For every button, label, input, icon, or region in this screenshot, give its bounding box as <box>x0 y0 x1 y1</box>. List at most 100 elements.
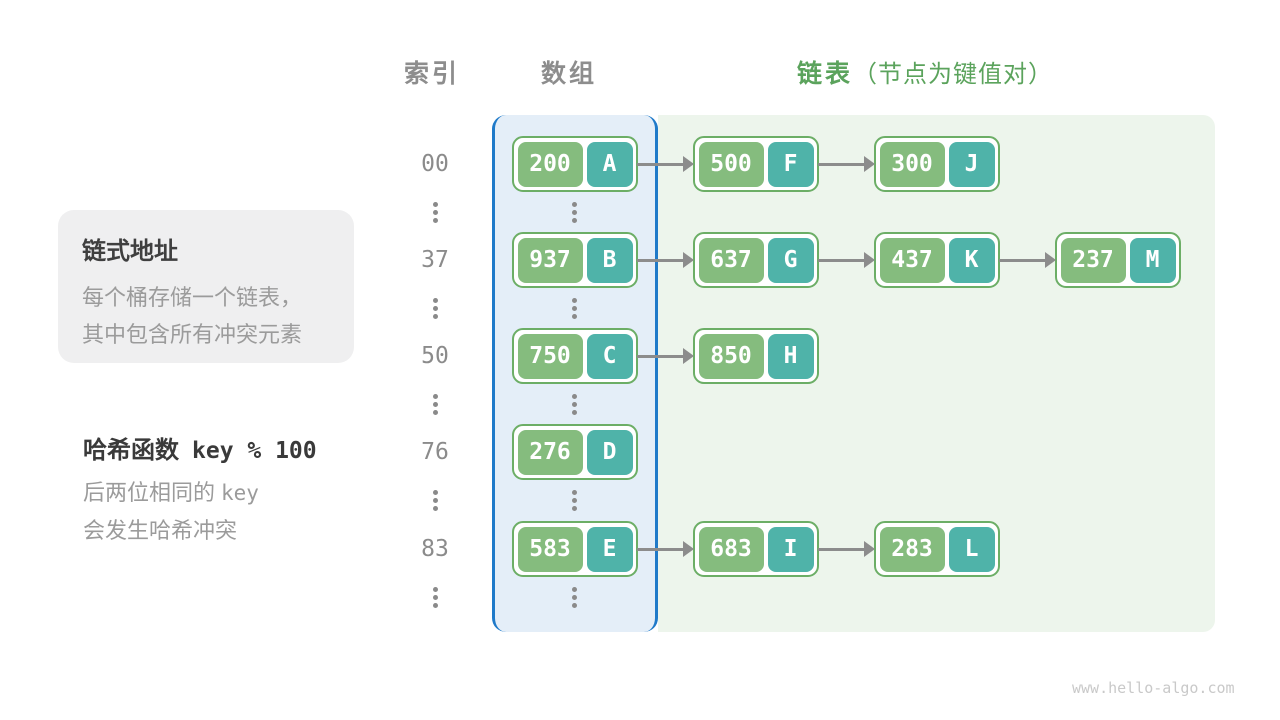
ellipsis-dot <box>433 394 438 399</box>
node-key: 583 <box>517 526 583 572</box>
arrow-head <box>864 156 875 172</box>
ellipsis-dot <box>433 298 438 303</box>
node-key: 500 <box>698 141 764 187</box>
node-key: 850 <box>698 333 764 379</box>
bucket-index: 76 <box>421 439 449 465</box>
ellipsis-dot <box>572 410 577 415</box>
ellipsis-dot <box>433 202 438 207</box>
arrow-shaft <box>818 547 866 551</box>
ellipsis-dot <box>433 218 438 223</box>
arrow-head <box>683 252 694 268</box>
ellipsis-dot <box>572 603 577 608</box>
arrow-icon <box>637 136 694 192</box>
ellipsis-dot <box>572 498 577 503</box>
arrow-icon <box>637 521 694 577</box>
ellipsis-dot <box>433 595 438 600</box>
arrow-shaft <box>999 258 1047 262</box>
arrow-shaft <box>637 547 685 551</box>
ellipsis-dot <box>572 202 577 207</box>
ellipsis-dot <box>572 218 577 223</box>
hash-note-line1: 后两位相同的 <box>83 480 216 505</box>
bucket-index: 50 <box>421 343 449 369</box>
ellipsis-dots <box>433 298 438 319</box>
arrow-icon <box>818 521 875 577</box>
bucket-index: 37 <box>421 247 449 273</box>
linked-list-label: 链表 <box>797 60 854 88</box>
ellipsis-dot <box>433 506 438 511</box>
node-value: C <box>586 333 633 379</box>
ellipsis-dot <box>572 490 577 495</box>
node-key: 937 <box>517 237 583 283</box>
ellipsis-dots <box>572 587 577 608</box>
node-value: D <box>586 429 633 475</box>
bucket-index: 83 <box>421 536 449 562</box>
node-key: 300 <box>879 141 945 187</box>
hash-note-line1-key: key <box>221 481 259 505</box>
arrow-shaft <box>637 354 685 358</box>
ellipsis-dot <box>433 314 438 319</box>
arrow-head <box>683 541 694 557</box>
node-key: 683 <box>698 526 764 572</box>
ellipsis-dots <box>433 202 438 223</box>
ellipsis-dot <box>433 587 438 592</box>
arrow-head <box>1045 252 1056 268</box>
node-value: A <box>586 141 633 187</box>
ellipsis-dot <box>433 410 438 415</box>
node-key: 200 <box>517 141 583 187</box>
ellipsis-dots <box>433 490 438 511</box>
arrow-shaft <box>637 258 685 262</box>
arrow-shaft <box>818 162 866 166</box>
arrow-head <box>864 541 875 557</box>
ellipsis-dots <box>572 298 577 319</box>
column-header-index: 索引 <box>404 60 461 88</box>
ellipsis-dot <box>572 210 577 215</box>
node-value: B <box>586 237 633 283</box>
chaining-info-box: 链式地址 每个桶存储一个链表， 其中包含所有冲突元素 <box>58 210 354 363</box>
node-value: I <box>767 526 814 572</box>
ellipsis-dot <box>572 298 577 303</box>
node-key: 237 <box>1060 237 1126 283</box>
node-value: F <box>767 141 814 187</box>
bucket-index: 00 <box>421 151 449 177</box>
column-header-linked-list: 链表（节点为键值对） <box>797 54 1053 90</box>
ellipsis-dot <box>433 402 438 407</box>
arrow-head <box>864 252 875 268</box>
node-key: 637 <box>698 237 764 283</box>
ellipsis-dot <box>572 314 577 319</box>
ellipsis-dot <box>572 587 577 592</box>
ellipsis-dot <box>572 306 577 311</box>
node-key: 283 <box>879 526 945 572</box>
ellipsis-dot <box>572 506 577 511</box>
node-value: H <box>767 333 814 379</box>
info-box-line: 每个桶存储一个链表， <box>82 285 303 310</box>
arrow-icon <box>818 136 875 192</box>
ellipsis-dots <box>572 394 577 415</box>
arrow-head <box>683 348 694 364</box>
ellipsis-dots <box>572 202 577 223</box>
node-key: 437 <box>879 237 945 283</box>
node-value: J <box>948 141 995 187</box>
hash-function-formula: key % 100 <box>192 438 317 464</box>
ellipsis-dot <box>572 595 577 600</box>
ellipsis-dot <box>572 394 577 399</box>
arrow-shaft <box>637 162 685 166</box>
node-value: M <box>1129 237 1176 283</box>
watermark: www.hello-algo.com <box>1072 679 1235 697</box>
arrow-head <box>683 156 694 172</box>
arrow-shaft <box>818 258 866 262</box>
info-box-line: 其中包含所有冲突元素 <box>82 322 303 347</box>
node-key: 750 <box>517 333 583 379</box>
arrow-icon <box>637 232 694 288</box>
